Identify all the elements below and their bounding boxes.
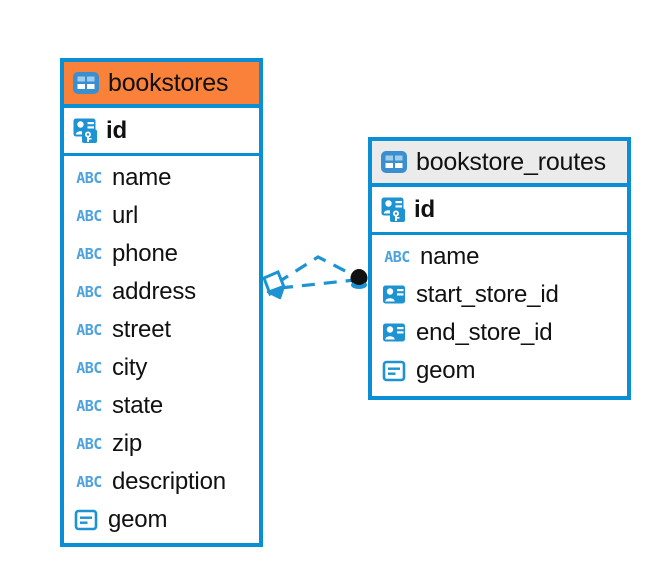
field-row-url[interactable]: ABC url <box>64 197 259 235</box>
geometry-field-icon <box>382 360 408 382</box>
entity-table-bookstores[interactable]: bookstores id <box>60 58 263 547</box>
field-row-phone[interactable]: ABC phone <box>64 235 259 273</box>
text-field-icon: ABC <box>76 396 102 415</box>
field-label-state: state <box>112 392 164 419</box>
field-label-city: city <box>112 354 148 381</box>
primary-key-row-bookstore-routes[interactable]: id <box>372 187 627 235</box>
text-field-icon: ABC <box>76 434 102 453</box>
field-list-bookstores: ABC name ABC url ABC phone ABC address A… <box>64 156 259 539</box>
field-row-start-store-id[interactable]: start_store_id <box>372 276 627 314</box>
primary-key-icon <box>73 118 101 144</box>
foreign-key-icon <box>382 322 408 344</box>
field-row-city[interactable]: ABC city <box>64 349 259 387</box>
field-label-description: description <box>112 468 226 495</box>
text-field-icon: ABC <box>76 358 102 377</box>
field-row-description[interactable]: ABC description <box>64 463 259 501</box>
filled-circle-endpoint <box>350 269 368 287</box>
field-list-bookstore-routes: ABC name start_store_id <box>372 235 627 390</box>
geometry-field-icon <box>74 509 100 531</box>
table-icon <box>381 151 407 173</box>
entity-header-bookstores[interactable]: bookstores <box>64 62 259 108</box>
entity-table-bookstore-routes[interactable]: bookstore_routes id <box>368 137 631 400</box>
field-label-zip: zip <box>112 430 143 457</box>
field-row-address[interactable]: ABC address <box>64 273 259 311</box>
field-label-address: address <box>112 278 196 305</box>
entity-header-bookstore-routes[interactable]: bookstore_routes <box>372 141 627 187</box>
foreign-key-icon <box>382 284 408 306</box>
filled-circle-endpoint-shadow <box>351 281 367 289</box>
field-row-geom[interactable]: geom <box>372 352 627 390</box>
field-label-geom: geom <box>416 357 476 384</box>
field-label-name: name <box>112 164 172 191</box>
field-row-street[interactable]: ABC street <box>64 311 259 349</box>
text-field-icon: ABC <box>76 168 102 187</box>
field-row-end-store-id[interactable]: end_store_id <box>372 314 627 352</box>
field-label-phone: phone <box>112 240 178 267</box>
field-row-name[interactable]: ABC name <box>372 238 627 276</box>
text-field-icon: ABC <box>384 247 410 266</box>
primary-key-label-bookstore-routes: id <box>414 195 435 223</box>
table-icon <box>73 72 99 94</box>
text-field-icon: ABC <box>76 320 102 339</box>
primary-key-row-bookstores[interactable]: id <box>64 108 259 156</box>
text-field-icon: ABC <box>76 244 102 263</box>
field-row-name[interactable]: ABC name <box>64 159 259 197</box>
text-field-icon: ABC <box>76 472 102 491</box>
filled-circle-endpoint-top <box>351 269 367 285</box>
entity-title-bookstores: bookstores <box>108 68 229 97</box>
relationship-line-lower <box>279 278 356 290</box>
diamond-endpoint <box>262 270 286 300</box>
field-row-state[interactable]: ABC state <box>64 387 259 425</box>
text-field-icon: ABC <box>76 282 102 301</box>
field-label-geom: geom <box>108 506 168 533</box>
primary-key-icon <box>381 197 409 223</box>
field-label-start-store-id: start_store_id <box>416 281 559 308</box>
field-label-name: name <box>420 243 480 270</box>
field-label-street: street <box>112 316 171 343</box>
primary-key-label-bookstores: id <box>106 116 127 144</box>
field-label-url: url <box>112 202 139 229</box>
relationship-line-upper <box>276 255 358 285</box>
field-row-zip[interactable]: ABC zip <box>64 425 259 463</box>
entity-title-bookstore-routes: bookstore_routes <box>416 147 606 176</box>
field-label-end-store-id: end_store_id <box>416 319 553 346</box>
text-field-icon: ABC <box>76 206 102 225</box>
field-row-geom[interactable]: geom <box>64 501 259 539</box>
